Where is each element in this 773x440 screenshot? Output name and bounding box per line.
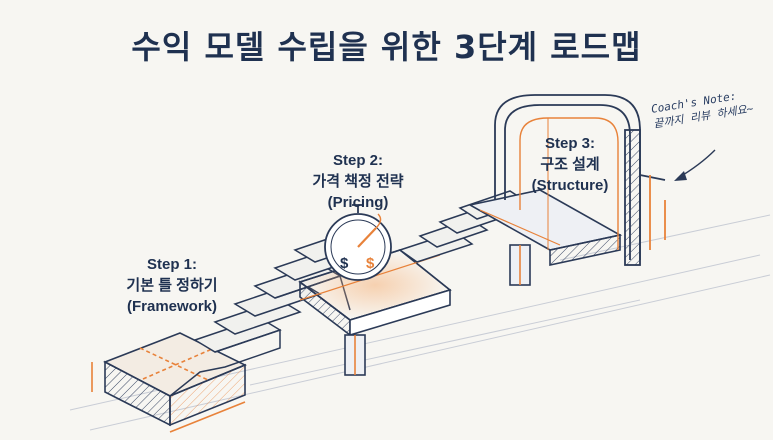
- step-1-label: Step 1: 기본 틀 정하기 (Framework): [102, 254, 242, 317]
- step-3-name: 구조 설계: [540, 156, 600, 173]
- step-1-english: (Framework): [126, 298, 218, 315]
- step-3-label: Step 3: 구조 설계 (Structure): [515, 133, 625, 196]
- structure-arch: [494, 94, 666, 266]
- step-3-english: (Structure): [531, 177, 609, 194]
- step-1-name: 기본 틀 정하기: [126, 277, 218, 294]
- gauge-dollar-left: $: [340, 255, 349, 272]
- step-2-english: (Pricing): [327, 194, 389, 211]
- step-3-number: Step 3:: [544, 135, 595, 152]
- pricing-platform: [298, 249, 452, 376]
- gauge-dollar-right: $: [366, 255, 375, 272]
- step-2-number: Step 2:: [332, 152, 383, 169]
- page-title: 수익 모델 수립을 위한 3단계 로드맵: [131, 28, 642, 66]
- structure-bridge: [467, 189, 623, 286]
- step-1-number: Step 1:: [146, 256, 197, 273]
- step-2-name: 가격 책정 전략: [312, 173, 404, 190]
- step-2-label: Step 2: 가격 책정 전략 (Pricing): [298, 150, 418, 213]
- pricing-gauge-icon: [324, 204, 392, 281]
